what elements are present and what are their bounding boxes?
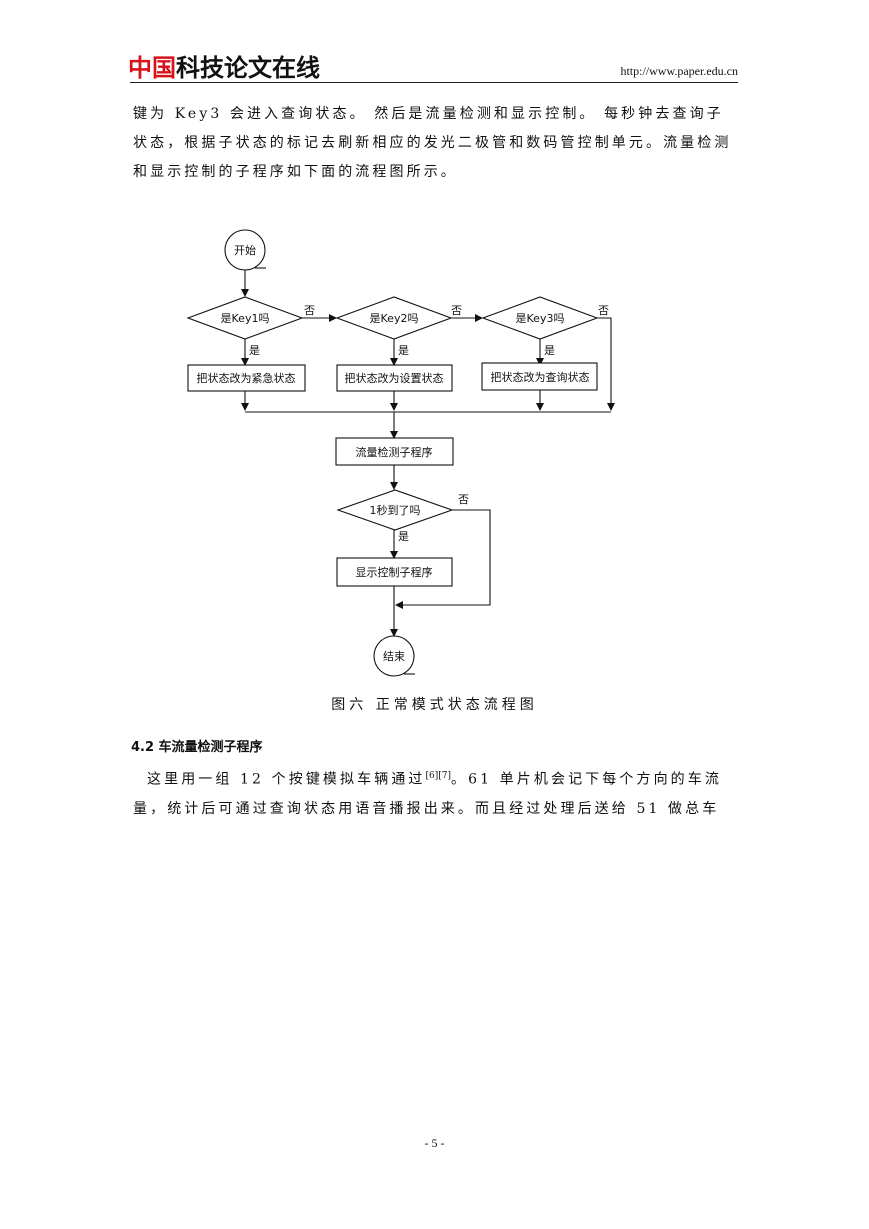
process-emergency — [187, 364, 306, 392]
logo-red-text: 中国 — [128, 54, 176, 82]
header-url: http://www.paper.edu.cn — [620, 64, 738, 78]
process-setting-label: 把状态改为设置状态 — [345, 371, 444, 385]
process-flow-detect — [335, 437, 454, 466]
no-label-4: 否 — [458, 493, 469, 506]
body-paragraph-2: 这里用一组 12 个按键模拟车辆通过[6][7]。61 单片机会记下每个方向的车… — [133, 762, 737, 824]
no-label-2: 否 — [451, 304, 462, 317]
citation: [6][7] — [425, 771, 452, 781]
section-heading: 4.2 车流量检测子程序 — [131, 740, 263, 755]
paragraph2-text-after: 。61 单片机会记下每个方向的车流量，统计后可通过查询状态用语音播报出来。而且经… — [133, 771, 722, 817]
process-emergency-label: 把状态改为紧急状态 — [197, 371, 296, 385]
end-node — [373, 635, 415, 677]
yes-label-4: 是 — [398, 530, 409, 543]
journal-logo: 中国科技论文在线 — [128, 54, 320, 82]
yes-label-3: 是 — [544, 344, 555, 357]
header-rule — [130, 82, 738, 83]
process-setting — [336, 364, 453, 392]
flowchart-diagram: 开始 是Key1吗 否 是 把状态改为紧急状态 是Key2吗 否 是 把状态改为… — [186, 229, 615, 677]
yes-label-1: 是 — [249, 344, 260, 357]
figure-caption: 图六 正常模式状态流程图 — [331, 697, 538, 713]
body-paragraph-1: 键为 Key3 会进入查询状态。 然后是流量检测和显示控制。 每秒钟去查询子状态… — [133, 106, 732, 180]
decision-key3-label: 是Key3吗 — [516, 312, 565, 325]
page-number: - 5 - — [424, 1136, 445, 1150]
decision-key1-label: 是Key1吗 — [221, 312, 270, 325]
no-label-3: 否 — [598, 304, 609, 317]
process-flow-detect-label: 流量检测子程序 — [356, 445, 433, 459]
process-display — [336, 557, 453, 587]
paragraph2-text-before: 这里用一组 12 个按键模拟车辆通过 — [147, 771, 426, 788]
logo-black-text: 科技论文在线 — [176, 54, 320, 82]
end-label: 结束 — [383, 650, 405, 663]
decision-key2-label: 是Key2吗 — [370, 312, 419, 325]
process-query-label: 把状态改为查询状态 — [491, 370, 590, 384]
decision-one-second-label: 1秒到了吗 — [370, 503, 421, 517]
start-label: 开始 — [234, 243, 256, 257]
no-label-1: 否 — [304, 304, 315, 317]
yes-label-2: 是 — [398, 344, 409, 357]
process-display-label: 显示控制子程序 — [356, 565, 433, 579]
